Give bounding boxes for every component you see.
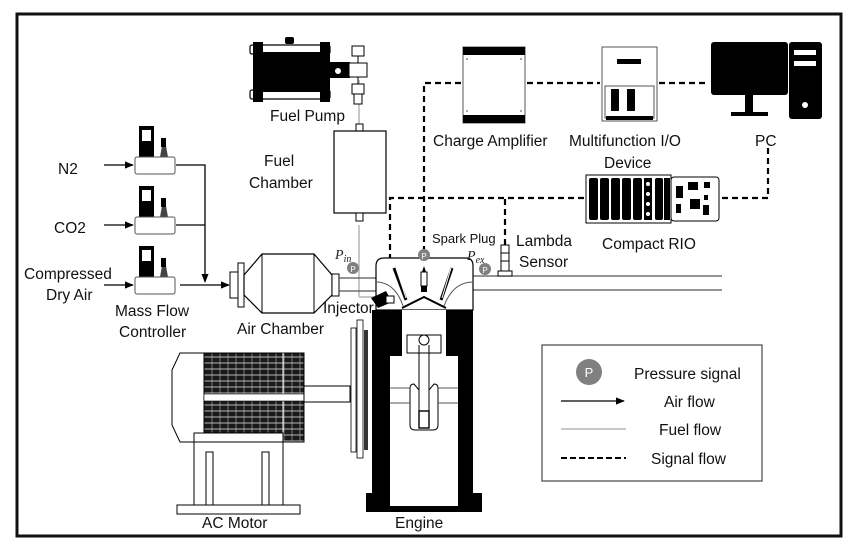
charge-amplifier-label: Charge Amplifier	[433, 133, 548, 150]
fuel-chamber-label-2: Chamber	[249, 175, 313, 192]
pc	[711, 42, 822, 119]
air-chamber	[229, 253, 340, 314]
multifunction-io-label-2: Device	[604, 155, 651, 172]
spark-plug-label: Spark Plug	[432, 231, 496, 246]
air-chamber-label: Air Chamber	[237, 321, 324, 338]
input-n2-label: N2	[58, 161, 78, 178]
svg-text:Signal flow: Signal flow	[651, 451, 727, 468]
multifunction-io-label-1: Multifunction I/O	[569, 133, 681, 150]
fuel-pump-label: Fuel Pump	[270, 108, 345, 125]
injector-label: Injector	[323, 300, 374, 317]
legend-item-fuel: Fuel flow	[561, 422, 722, 439]
legend: P Pressure signal Air flow Fuel flow Sig…	[541, 344, 763, 482]
ac-motor-label: AC Motor	[202, 515, 267, 532]
input-compressed-label-1: Compressed	[24, 266, 112, 283]
pressure-sensor-cylinder: P	[418, 249, 430, 261]
pc-label: PC	[755, 133, 777, 150]
pressure-sensor-intake: P	[347, 262, 359, 274]
svg-text:P: P	[482, 266, 487, 275]
signal-line-rio-to-pc	[722, 148, 770, 200]
svg-text:P: P	[585, 365, 594, 380]
monitor-icon	[711, 42, 788, 95]
ac-motor	[171, 352, 351, 515]
svg-text:Fuel flow: Fuel flow	[659, 422, 722, 439]
charge-amplifier	[462, 46, 526, 124]
svg-text:P: P	[350, 265, 355, 274]
exhaust-pipe	[473, 275, 722, 291]
mfc-label-1: Mass Flow	[115, 303, 190, 320]
flywheel	[350, 319, 368, 459]
mfc-label-2: Controller	[119, 324, 186, 341]
lambda-sensor-label-2: Sensor	[519, 254, 568, 271]
svg-text:Pressure signal: Pressure signal	[634, 366, 741, 383]
fuel-chamber	[333, 123, 387, 222]
lambda-sensor-label-1: Lambda	[516, 233, 572, 250]
pressure-badge-icon	[576, 359, 602, 385]
air-flow-lines	[104, 161, 230, 289]
lambda-sensor	[497, 244, 513, 277]
p-in-label: Pin	[334, 248, 351, 265]
pressure-sensor-exhaust: P	[479, 263, 491, 275]
input-compressed-label-2: Dry Air	[46, 287, 93, 304]
legend-item-signal: Signal flow	[561, 451, 727, 468]
compact-rio	[585, 174, 720, 224]
intake-pipe	[339, 277, 376, 292]
fuel-chamber-label-1: Fuel	[264, 153, 294, 170]
multifunction-io-device	[601, 46, 658, 122]
mass-flow-controller-co2	[134, 186, 176, 235]
compact-rio-label: Compact RIO	[602, 236, 696, 253]
legend-item-pressure: P Pressure signal	[576, 359, 741, 385]
engine-label: Engine	[395, 515, 443, 532]
signal-line-charge-amp	[422, 81, 462, 262]
svg-text:P: P	[421, 252, 426, 261]
engine	[366, 257, 482, 512]
mass-flow-controller-air	[134, 246, 176, 295]
svg-text:Air flow: Air flow	[664, 394, 716, 411]
legend-item-air: Air flow	[561, 394, 716, 411]
input-co2-label: CO2	[54, 220, 86, 237]
p-ex-label: Pex	[466, 249, 485, 266]
mass-flow-controller-n2	[134, 126, 176, 175]
fuel-pump	[249, 37, 368, 105]
